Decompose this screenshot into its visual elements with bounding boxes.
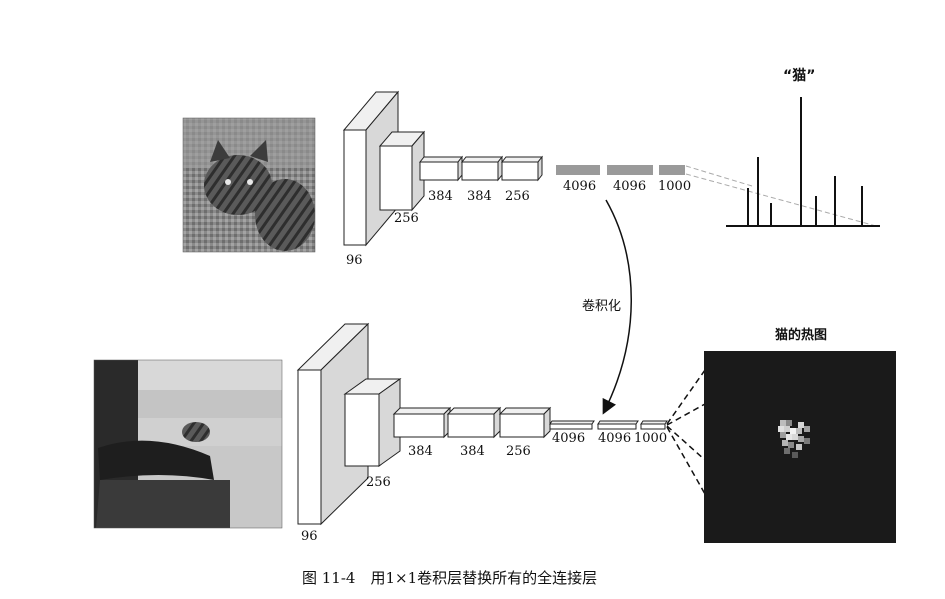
bottom-conv-slab-1000	[640, 420, 668, 430]
top-fc-label-1000: 1000	[658, 179, 691, 194]
top-conv-block-384-b	[460, 155, 504, 182]
top-conv-block-384-a	[418, 155, 464, 182]
bottom-conv-slab-4096-a	[549, 420, 595, 430]
top-fc-bar-4096-a	[556, 165, 600, 175]
top-guide-line-b	[685, 173, 877, 227]
top-guide-line-a	[685, 165, 753, 187]
top-fc-label-4096-b: 4096	[613, 179, 646, 194]
bottom-conv-block-384-b	[446, 406, 502, 439]
peak-label: “猫”	[783, 67, 815, 84]
top-label-256: 256	[394, 211, 419, 226]
bottom-conv-block-256-small	[498, 406, 552, 439]
motorcycle-cat-photo	[93, 359, 283, 529]
heatmap-fan-lines	[666, 369, 706, 495]
bottom-label-384-a: 384	[408, 444, 433, 459]
bottom-conv-block-384-a	[392, 406, 452, 439]
top-fc-bar-4096-b	[607, 165, 653, 175]
top-label-256-small: 256	[505, 189, 530, 204]
convolutionize-arrow	[602, 199, 632, 415]
top-conv-block-256	[378, 130, 426, 212]
cat-photo	[182, 117, 316, 253]
bottom-fc-label-4096-b: 4096	[598, 431, 631, 446]
top-label-384-b: 384	[467, 189, 492, 204]
bottom-fc-label-4096-a: 4096	[552, 431, 585, 446]
heatmap	[704, 351, 896, 543]
figure-caption: 图 11-4 用1×1卷积层替换所有的全连接层	[302, 569, 597, 587]
bottom-label-256: 256	[366, 475, 391, 490]
bar-spectrum	[726, 97, 880, 227]
bottom-conv-slab-4096-b	[597, 420, 639, 430]
bottom-label-384-b: 384	[460, 444, 485, 459]
top-conv-block-256-small	[500, 155, 544, 182]
top-fc-bar-1000	[659, 165, 685, 175]
heatmap-title: 猫的热图	[775, 327, 827, 343]
bottom-label-256-small: 256	[506, 444, 531, 459]
convolutionize-label: 卷积化	[582, 298, 621, 314]
top-label-384-a: 384	[428, 189, 453, 204]
bottom-label-96: 96	[301, 529, 318, 544]
bottom-fc-label-1000: 1000	[634, 431, 667, 446]
top-fc-label-4096-a: 4096	[563, 179, 596, 194]
bottom-conv-block-256	[343, 378, 402, 467]
top-label-96: 96	[346, 253, 363, 268]
